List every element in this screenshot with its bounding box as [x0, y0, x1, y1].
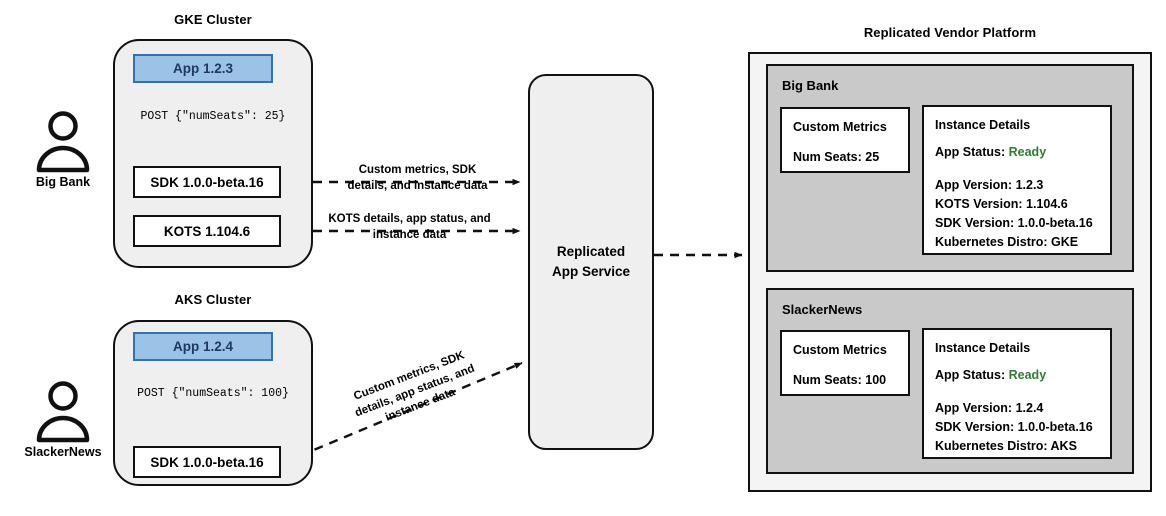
instance-details-card-big-bank[interactable]: Instance Details App Status: Ready App V…: [922, 105, 1112, 255]
actor-label-slackernews: SlackerNews: [24, 445, 102, 459]
replicated-app-service-box[interactable]: Replicated App Service: [528, 74, 654, 450]
instance-detail-line: App Version: 1.2.4: [935, 401, 1044, 415]
edge-label-gke-sdk: Custom metrics, SDK details, and instanc…: [330, 163, 505, 194]
instance-details-card-slackernews[interactable]: Instance Details App Status: Ready App V…: [922, 328, 1112, 459]
arrow-aks-sdk-to-service: [284, 361, 523, 464]
app-status-row: App Status: Ready: [935, 368, 1046, 382]
aks-post-label: POST {"numSeats": 100}: [137, 387, 289, 400]
instance-detail-line: SDK Version: 1.0.0-beta.16: [935, 420, 1093, 434]
custom-metrics-title: Custom Metrics: [793, 343, 887, 357]
actor-big-bank: Big Bank: [20, 110, 106, 196]
tenant-name-slackernews: SlackerNews: [782, 302, 863, 317]
instance-detail-line: Kubernetes Distro: AKS: [935, 439, 1077, 453]
num-seats-value: Num Seats: 100: [793, 373, 887, 387]
platform-title: Replicated Vendor Platform: [863, 25, 1037, 40]
instance-details-title: Instance Details: [935, 118, 1031, 132]
aks-cluster-title: AKS Cluster: [174, 292, 252, 307]
person-icon: [36, 111, 90, 173]
service-label-line1: Replicated: [556, 244, 626, 260]
aks-sdk-box[interactable]: SDK 1.0.0-beta.16: [133, 446, 281, 478]
edge-label-aks-sdk-wrap: Custom metrics, SDK details, app status,…: [325, 349, 505, 438]
edge-label-line: Custom metrics, SDK: [358, 164, 477, 176]
gke-cluster-title: GKE Cluster: [174, 12, 252, 27]
num-seats-value: Num Seats: 25: [793, 150, 880, 164]
gke-sdk-box[interactable]: SDK 1.0.0-beta.16: [133, 166, 281, 198]
app-status-row: App Status: Ready: [935, 145, 1046, 159]
actor-slackernews: SlackerNews: [10, 380, 116, 470]
status-badge-ready: Ready: [1008, 145, 1047, 159]
edge-label-line: instance data: [372, 228, 447, 241]
instance-detail-line: App Version: 1.2.3: [935, 178, 1044, 192]
instance-detail-line: KOTS Version: 1.104.6: [935, 197, 1068, 211]
custom-metrics-card-big-bank[interactable]: Custom Metrics Num Seats: 25: [780, 107, 910, 173]
app-status-label: App Status:: [935, 368, 1006, 382]
service-label: Replicated App Service: [552, 242, 630, 281]
edge-label-gke-kots: KOTS details, app status, and instance d…: [312, 212, 507, 243]
aks-app-box[interactable]: App 1.2.4: [133, 332, 273, 361]
instance-detail-line: Kubernetes Distro: GKE: [935, 235, 1079, 249]
actor-label-big-bank: Big Bank: [35, 175, 91, 189]
gke-kots-box[interactable]: KOTS 1.104.6: [133, 215, 281, 247]
gke-app-box[interactable]: App 1.2.3: [133, 54, 273, 83]
service-label-line2: App Service: [551, 264, 631, 279]
app-status-label: App Status:: [935, 145, 1006, 159]
instance-detail-line: SDK Version: 1.0.0-beta.16: [935, 216, 1093, 230]
tenant-name-big-bank: Big Bank: [782, 78, 839, 93]
gke-post-label: POST {"numSeats": 25}: [140, 110, 286, 123]
custom-metrics-title: Custom Metrics: [793, 120, 887, 134]
custom-metrics-card-slackernews[interactable]: Custom Metrics Num Seats: 100: [780, 330, 910, 396]
person-icon: [36, 381, 90, 443]
status-badge-ready: Ready: [1008, 368, 1047, 382]
edge-label-line: details, and instance data: [347, 179, 488, 192]
edge-label-line: KOTS details, app status, and: [328, 213, 491, 225]
instance-details-title: Instance Details: [935, 341, 1031, 355]
